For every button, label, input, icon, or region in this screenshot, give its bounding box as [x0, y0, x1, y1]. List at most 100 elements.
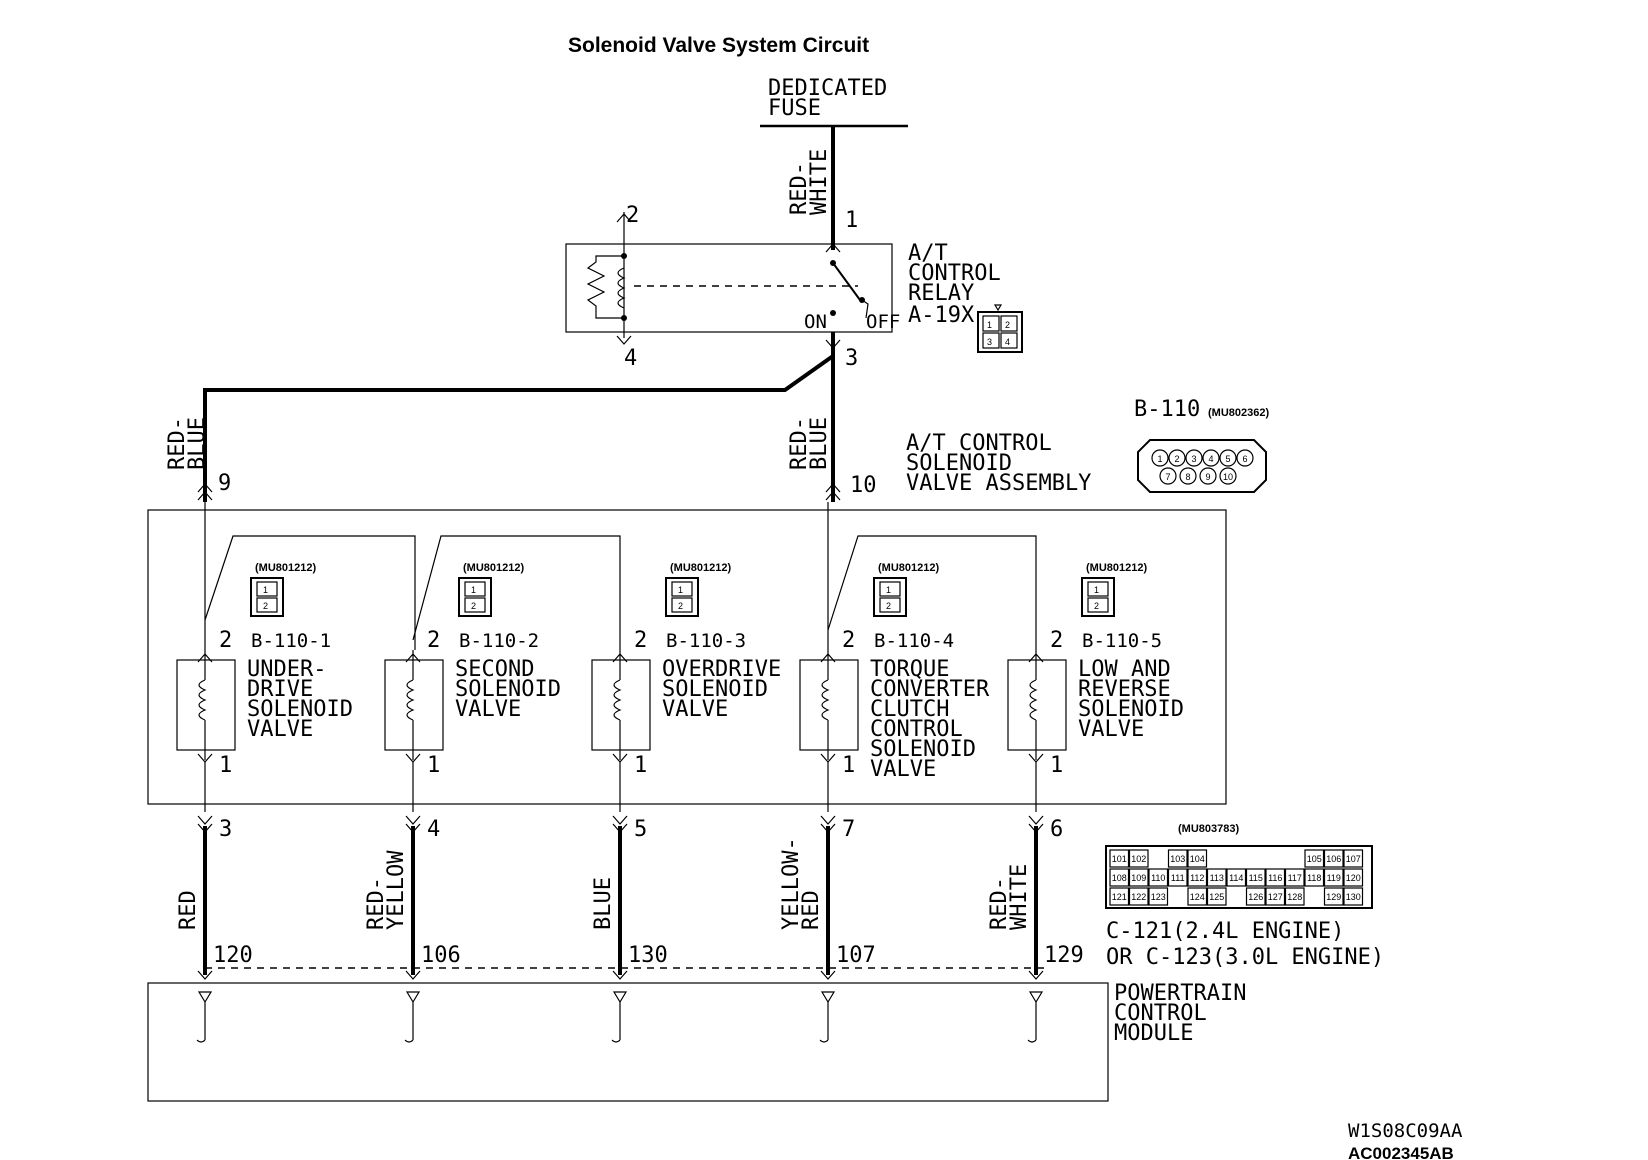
connector-cell — [1323, 887, 1344, 906]
pcm-input-icon — [1028, 991, 1044, 1004]
connector-pin-number: 127 — [1268, 892, 1283, 902]
fuse-label-line2: FUSE — [768, 96, 821, 121]
svg-text:1: 1 — [471, 585, 476, 595]
relay-resistor — [586, 255, 624, 319]
connector-cell — [1206, 887, 1227, 906]
connector-pin-number: 123 — [1151, 892, 1166, 902]
svg-text:A/T CONTROL: A/T CONTROL — [906, 431, 1052, 456]
connector-cell — [1226, 868, 1247, 887]
svg-text:BLUE: BLUE — [185, 417, 210, 470]
solenoid-label-line: DRIVE — [247, 677, 313, 702]
solenoid-connector-code: (MU801212) — [670, 562, 731, 574]
solenoid-label-line: SOLENOID — [662, 677, 768, 702]
wire-left-feed — [203, 354, 835, 502]
svg-text:VALVE ASSEMBLY: VALVE ASSEMBLY — [906, 471, 1091, 496]
relay-pin-2: 2 — [626, 203, 639, 228]
solenoid-connector-icon — [458, 577, 492, 617]
assembly-connector-name: B-110 — [1134, 397, 1200, 422]
assembly-output-pin: 4 — [427, 817, 440, 842]
connector-pin-number: 2 — [1174, 454, 1179, 464]
solenoid-coil-icon — [1029, 679, 1038, 721]
solenoid-connector-icon — [250, 577, 284, 617]
svg-text:2: 2 — [886, 601, 891, 611]
relay-coil-icon — [617, 267, 626, 309]
connector-pin-number: 126 — [1248, 892, 1263, 902]
connector-pin-number: 110 — [1151, 873, 1165, 883]
solenoid-label-line: CLUTCH — [870, 697, 949, 722]
pcm-connector-caption-line2: OR C-123(3.0L ENGINE) — [1106, 945, 1384, 970]
connector-cell — [1187, 887, 1208, 906]
assembly-output-pin: 3 — [219, 817, 232, 842]
connector-cell — [1245, 868, 1266, 887]
connector-pin — [1236, 449, 1254, 467]
svg-text:RED-: RED- — [364, 877, 389, 930]
solenoid-body — [384, 659, 444, 751]
wire-color-label: RED-YELLOW — [364, 850, 409, 930]
solenoid-coil-icon — [198, 679, 207, 721]
solenoid-label-line: SOLENOID — [247, 697, 353, 722]
connector-pin-number: 125 — [1209, 892, 1224, 902]
solenoid-pin-top: 2 — [634, 628, 647, 653]
connector-pin-number: 102 — [1131, 854, 1146, 864]
connector-pin — [1202, 449, 1220, 467]
connector-pin-number: 5 — [1225, 454, 1230, 464]
svg-text:2: 2 — [678, 601, 683, 611]
solenoid-body — [591, 659, 651, 751]
svg-text:CONTROL: CONTROL — [1114, 1001, 1207, 1026]
solenoid-label-line: SECOND — [455, 657, 534, 682]
solenoid-body — [1007, 659, 1067, 751]
pcm-box — [147, 982, 1109, 1102]
assembly-pin-9: 9 — [218, 471, 231, 496]
pcm-pin: 130 — [628, 943, 668, 968]
svg-text:1: 1 — [886, 585, 891, 595]
wire-color-label: BLUE — [591, 877, 616, 930]
connector-pin-number: 1 — [1157, 454, 1162, 464]
pcm-input-icon — [612, 991, 628, 1004]
svg-text:1: 1 — [678, 585, 683, 595]
connector-cell — [1148, 887, 1169, 906]
relay-label: A/T CONTROL RELAY A-19X — [908, 241, 1001, 328]
solenoid-label-line: CONTROL — [870, 717, 963, 742]
relay-on-label: ON — [804, 311, 827, 333]
svg-text:POWERTRAIN: POWERTRAIN — [1114, 981, 1246, 1006]
connector-cell — [1128, 887, 1149, 906]
connector-cell — [1343, 868, 1364, 887]
connector-pin — [1185, 449, 1203, 467]
solenoid-label-line: REVERSE — [1078, 677, 1171, 702]
connector-pin — [1151, 449, 1169, 467]
svg-text:RED-: RED- — [787, 417, 812, 470]
svg-text:RELAY: RELAY — [908, 281, 974, 306]
svg-text:RED: RED — [799, 890, 824, 930]
wire-label-left-feed: RED- BLUE — [165, 417, 210, 470]
solenoid-connector-name: B-110-4 — [874, 630, 954, 652]
solenoid-connector-code: (MU801212) — [1086, 562, 1147, 574]
solenoid-pin-bottom: 1 — [219, 753, 232, 778]
pcm-input-icon — [820, 991, 836, 1004]
connector-pin-number: 117 — [1288, 873, 1302, 883]
wire-color-label: RED-WHITE — [987, 864, 1032, 930]
solenoid-label-line: CONVERTER — [870, 677, 990, 702]
assembly-connector-code: (MU802362) — [1208, 407, 1269, 419]
svg-text:RED-: RED- — [165, 417, 190, 470]
connector-pin-number: 124 — [1190, 892, 1205, 902]
relay-connector-icon: 1 2 3 4 — [977, 304, 1023, 353]
solenoid-label-line: OVERDRIVE — [662, 657, 781, 682]
solenoid-label-line: VALVE — [662, 697, 728, 722]
solenoid-feed-bus — [204, 535, 416, 650]
svg-text:2: 2 — [1094, 601, 1099, 611]
assembly-label: A/T CONTROL SOLENOID VALVE ASSEMBLY — [906, 431, 1091, 496]
connector-cell — [1323, 849, 1344, 868]
solenoid-assembly-box — [147, 509, 1227, 805]
connector-cell — [1284, 868, 1305, 887]
solenoid-connector-icon — [1081, 577, 1115, 617]
connector-pin-number: 119 — [1327, 873, 1341, 883]
solenoid-label-line: VALVE — [1078, 717, 1144, 742]
connector-pin-number: 128 — [1287, 892, 1302, 902]
connector-pin-number: 7 — [1165, 472, 1170, 482]
solenoid-body — [176, 659, 236, 751]
connector-pin-number: 103 — [1170, 854, 1185, 864]
connector-pin-number: 107 — [1346, 854, 1361, 864]
connector-cell — [1265, 868, 1286, 887]
